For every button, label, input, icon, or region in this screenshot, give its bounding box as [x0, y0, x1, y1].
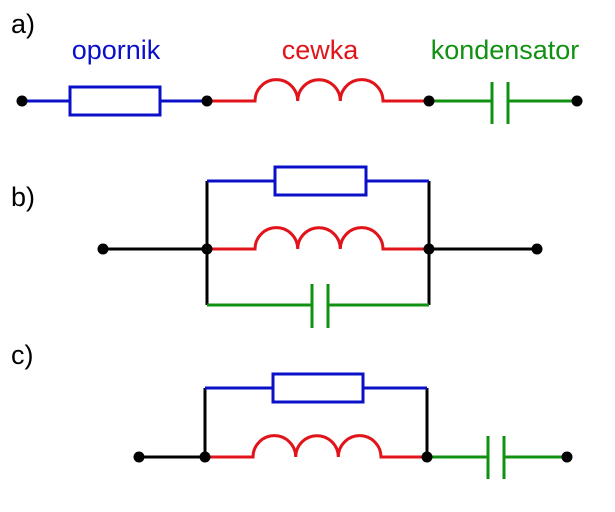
node-c-1 [133, 451, 145, 463]
node-a-2 [201, 95, 213, 107]
inductor-b-coil [207, 226, 429, 251]
capacitor-c-plates [486, 436, 506, 479]
capacitor-a [429, 82, 577, 124]
node-c-2 [199, 451, 211, 463]
inductor-label: cewka [282, 35, 360, 65]
resistor-c [205, 372, 427, 404]
capacitor-a-plates [490, 82, 510, 124]
capacitor-b-plates [310, 284, 330, 328]
resistor-b [207, 165, 429, 197]
section-label-b: b) [11, 182, 35, 212]
inductor-a-coil [207, 78, 429, 103]
circuit-a [16, 78, 583, 124]
capacitor-label: kondensator [431, 35, 580, 65]
node-b-2 [201, 243, 213, 255]
capacitor-c [427, 436, 567, 479]
wire-b-frame [103, 181, 537, 305]
node-a-3 [423, 95, 435, 107]
node-c-3 [421, 451, 433, 463]
node-b-3 [423, 243, 435, 255]
circuit-c [133, 372, 573, 479]
wire-c-frame [139, 388, 429, 459]
node-a-1 [16, 95, 28, 107]
inductor-b [207, 226, 429, 251]
node-b-1 [97, 243, 109, 255]
capacitor-b [207, 284, 429, 328]
resistor-a [22, 85, 207, 117]
section-label-c: c) [11, 340, 34, 370]
node-c-4 [561, 451, 573, 463]
resistor-c-body [271, 372, 365, 404]
inductor-c [205, 434, 427, 459]
resistor-a-body [68, 85, 162, 117]
inductor-c-coil [205, 434, 427, 459]
circuit-b [97, 165, 543, 328]
node-a-4 [571, 95, 583, 107]
inductor-a [207, 78, 429, 103]
section-label-a: a) [11, 9, 35, 39]
node-b-4 [531, 243, 543, 255]
resistor-b-body [273, 165, 368, 197]
resistor-label: opornik [72, 35, 161, 65]
